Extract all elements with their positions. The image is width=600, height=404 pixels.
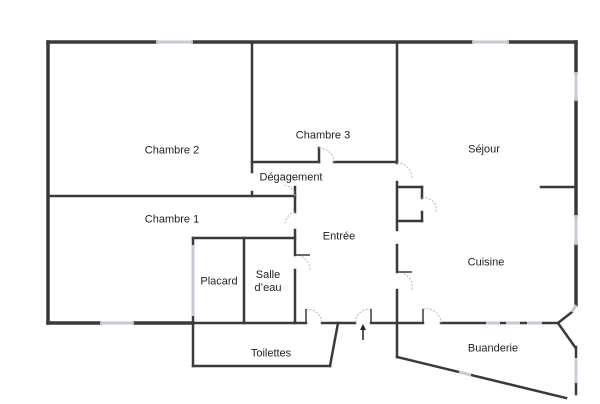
room-label-toilettes: Toilettes: [250, 347, 292, 360]
walls: [46, 40, 578, 325]
entrance-arrow: [360, 324, 366, 340]
room-label-entree: Entrée: [322, 230, 356, 243]
room-label-chambre-3: Chambre 3: [295, 129, 351, 142]
interior-walls: [46, 40, 578, 400]
windows: [100, 40, 578, 383]
room-label-degagement: Dégagement: [259, 171, 323, 184]
room-label-cuisine: Cuisine: [467, 256, 505, 269]
room-label-buanderie: Buanderie: [467, 342, 519, 355]
doors: [282, 147, 442, 324]
door-leaves: [295, 254, 424, 323]
room-label-salle-deau: Salle d’eau: [254, 269, 282, 294]
room-label-sejour: Séjour: [468, 143, 500, 156]
room-label-chambre-2: Chambre 2: [144, 144, 200, 157]
room-label-placard: Placard: [200, 275, 238, 288]
room-label-chambre-1: Chambre 1: [144, 213, 200, 226]
